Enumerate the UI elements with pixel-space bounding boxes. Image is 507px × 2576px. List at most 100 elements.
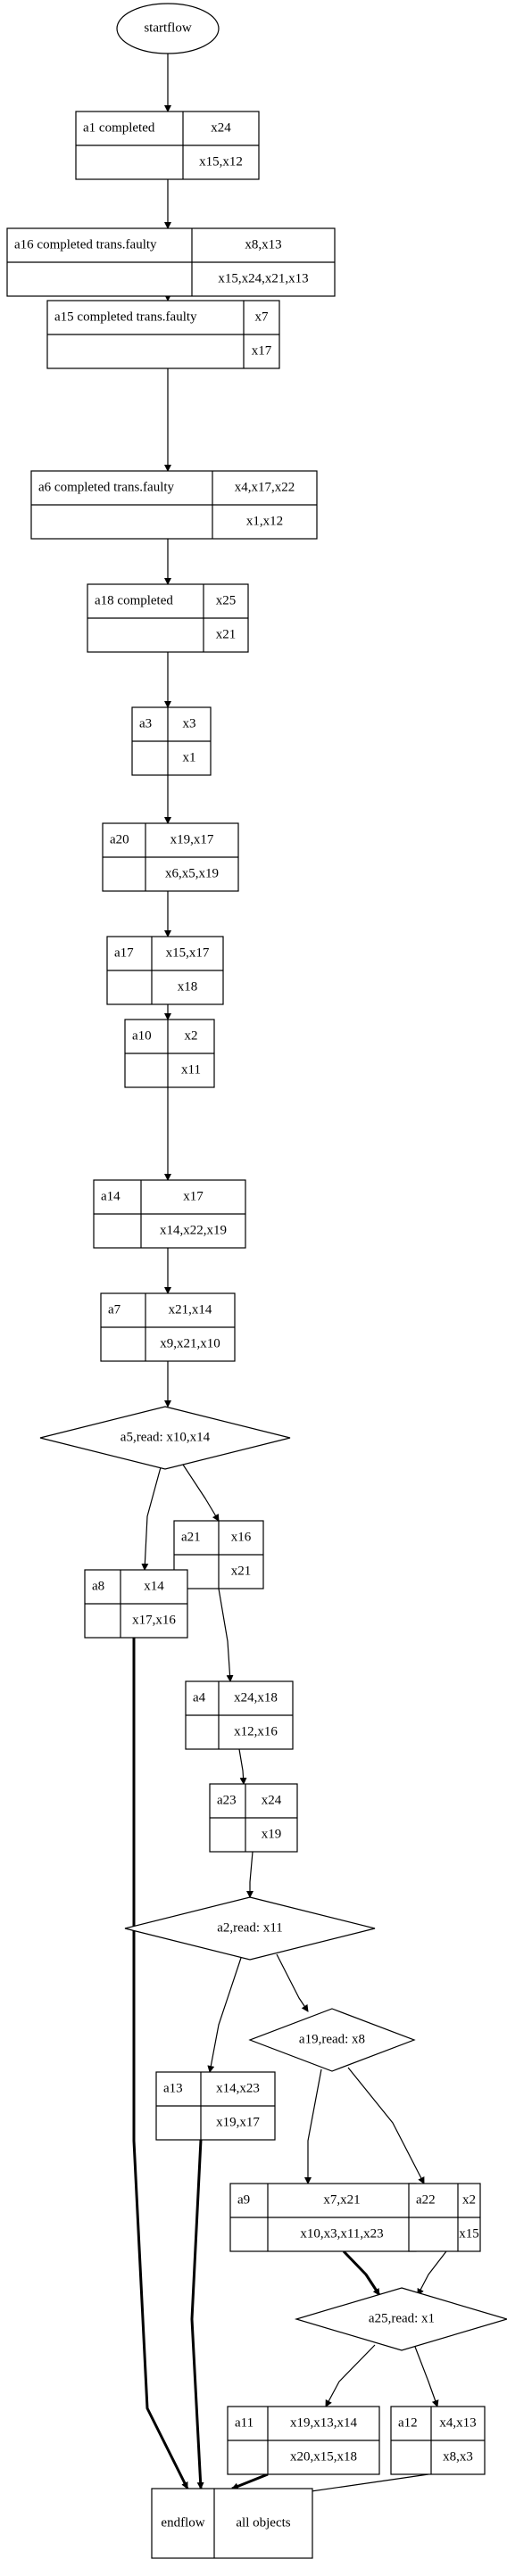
start-label: startflow (144, 21, 191, 35)
edge-a21-to-a4 (218, 1588, 234, 1682)
edge-a4-to-a23 (238, 1748, 247, 1785)
node-label: a8 (92, 1579, 104, 1593)
edge-a11-to-end (231, 2473, 269, 2490)
node-top-vars: x24 (262, 1793, 282, 1807)
node-top-vars: x8,x13 (245, 237, 281, 252)
node-bottom-vars: x15,x24,x21,x13 (218, 271, 308, 285)
node-bottom-vars: x9,x21,x10 (160, 1336, 220, 1350)
end-objects-label: all objects (236, 2515, 290, 2530)
edge-a13-to-end (190, 2139, 204, 2489)
node-label: a10 (132, 1028, 152, 1043)
node-label: a11 (235, 2415, 254, 2430)
decision-a25: a25,read: x1 (294, 2287, 507, 2351)
edge-a25-to-a11 (325, 2344, 376, 2407)
node-a4: a4 x24,x18 x12,x16 (185, 1680, 294, 1750)
node-label: a22 (416, 2192, 436, 2207)
node-bottom-vars: x1 (183, 750, 196, 764)
node-label: a4 (193, 1690, 206, 1705)
node-top-vars: x4,x13 (439, 2415, 476, 2430)
edge-a2-to-a19 (276, 1953, 309, 2012)
node-top-vars: x19,x13,x14 (290, 2415, 358, 2430)
node-bottom-vars: x6,x5,x19 (165, 866, 219, 880)
node-a12: a12 x4,x13 x8,x3 (390, 2406, 486, 2475)
node-top-vars: x7 (255, 310, 270, 324)
node-bottom-vars: x12,x16 (234, 1724, 278, 1738)
node-top-vars: x21,x14 (169, 1302, 212, 1317)
edge-a22-to-a25 (417, 2250, 447, 2296)
node-top-vars: x24,x18 (234, 1690, 278, 1705)
node-a8: a8 x14 x17,x16 (84, 1569, 188, 1639)
node-a17: a17 x15,x17 x18 (106, 936, 224, 1005)
edge-a12-to-end (298, 2473, 429, 2496)
decision-diamond (294, 2287, 507, 2351)
node-a13: a13 x14,x23 x19,x17 (155, 2071, 276, 2141)
node-label: a16 completed trans.faulty (14, 237, 157, 252)
node-label: a6 completed trans.faulty (38, 480, 175, 494)
end-box (151, 2488, 313, 2559)
node-bottom-vars: x14,x22,x19 (160, 1223, 227, 1237)
decision-label: a19,read: x8 (299, 2032, 365, 2046)
node-top-vars: x19,x17 (170, 832, 214, 846)
node-top-vars: x2 (462, 2192, 476, 2207)
node-top-vars: x7,x21 (323, 2192, 360, 2207)
node-bottom-vars: x18 (178, 979, 198, 994)
decision-a19: a19,read: x8 (248, 2008, 416, 2072)
decision-diamond (39, 1406, 291, 1470)
decision-diamond (124, 1896, 376, 1961)
start-ellipse (116, 3, 220, 54)
node-bottom-vars: x8,x3 (443, 2449, 473, 2464)
node-a9: a9 x7,x21 x10,x3,x11,x23 (229, 2183, 417, 2252)
decision-a5: a5,read: x10,x14 (39, 1406, 291, 1470)
start-node: startflow (116, 3, 220, 54)
node-bottom-vars: x19,x17 (216, 2115, 260, 2129)
node-label: a9 (237, 2192, 250, 2207)
node-top-vars: x15,x17 (166, 945, 210, 960)
node-label: a15 completed trans.faulty (54, 310, 197, 324)
end-label: endflow (161, 2515, 204, 2530)
node-top-vars: x14,x23 (216, 2081, 260, 2095)
node-bottom-vars: x17,x16 (132, 1613, 176, 1627)
node-top-vars: x16 (231, 1530, 252, 1544)
node-a15: a15 completed trans.faulty x7 x17 (46, 300, 280, 369)
node-label: a23 (217, 1793, 237, 1807)
node-label: a12 (398, 2415, 418, 2430)
node-top-vars: x2 (185, 1028, 198, 1043)
node-label: a7 (108, 1302, 121, 1317)
node-bottom-vars: x1,x12 (246, 514, 283, 528)
node-top-vars: x3 (183, 716, 196, 731)
node-bottom-vars: x10,x3,x11,x23 (300, 2226, 383, 2241)
node-a16: a16 completed trans.faulty x8,x13 x15,x24,… (6, 227, 336, 297)
node-top-vars: x17 (183, 1189, 204, 1203)
node-top-vars: x14 (144, 1579, 164, 1593)
edge-a25-to-a12 (414, 2346, 439, 2407)
node-label: a1 completed (83, 120, 155, 135)
end-node: endflow all objects (151, 2488, 313, 2559)
node-bottom-vars: x21 (216, 627, 237, 641)
node-top-vars: x4,x17,x22 (235, 480, 295, 494)
node-label: a14 (101, 1189, 121, 1203)
edge-a19-to-a9 (304, 2068, 322, 2184)
node-label: a13 (163, 2081, 183, 2095)
node-top-vars: x25 (216, 593, 237, 607)
node-bottom-vars: x21 (231, 1564, 252, 1578)
node-a14: a14 x17 x14,x22,x19 (93, 1179, 246, 1249)
node-a18: a18 completed x25 x21 (87, 583, 249, 653)
edge-a23-to-a2 (246, 1851, 254, 1898)
node-label: a18 completed (95, 593, 173, 607)
edge-a19-to-a22 (347, 2067, 425, 2184)
decision-diamond (248, 2008, 416, 2072)
decision-label: a25,read: x1 (369, 2311, 435, 2325)
node-bottom-vars: x17 (252, 343, 272, 358)
node-label: a17 (114, 945, 134, 960)
edge-a9-to-a25 (342, 2250, 381, 2296)
node-bottom-vars: x20,x15,x18 (290, 2449, 357, 2464)
decision-a2: a2,read: x11 (124, 1896, 376, 1961)
